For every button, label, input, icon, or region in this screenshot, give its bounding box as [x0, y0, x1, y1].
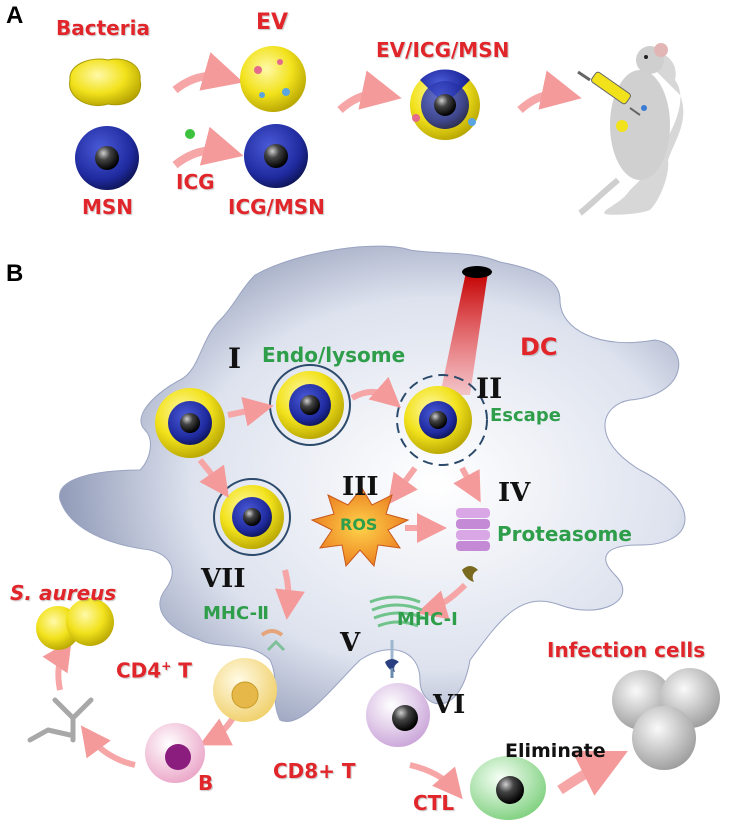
step-label-1: I [228, 342, 242, 375]
mhc-1-receptor-icon [385, 640, 399, 672]
step-label-2: II [476, 372, 503, 405]
arrow-bacteria-to-ev [172, 52, 244, 94]
label-bacteria: Bacteria [56, 16, 150, 40]
ctl-cell-icon [470, 756, 546, 820]
step-label-3: III [342, 472, 379, 502]
arrow-to-mouse [517, 70, 582, 114]
label-ctl: CTL [413, 791, 455, 815]
arrow-step-2 [350, 376, 402, 408]
label-icg-msn: ICG/MSN [228, 195, 325, 219]
syringe-icon [577, 70, 641, 132]
endosome-particle-2-icon [213, 478, 291, 556]
b-cell-icon [145, 723, 205, 783]
arrow-ctl-to-infection [557, 751, 628, 796]
proteasome-icon [456, 508, 490, 551]
label-cd4-t-prefix: CD4 [116, 658, 162, 683]
cd4-t-cell-icon [213, 658, 277, 722]
arrow-to-proteasome [453, 466, 481, 503]
arrow-b-to-antibody [80, 725, 136, 768]
label-cd4-t-suffix: T [171, 658, 192, 683]
label-infection-cells: Infection cells [547, 638, 706, 662]
infection-cells-icon [612, 668, 720, 770]
label-proteasome: Proteasome [497, 522, 632, 546]
step-label-6: VI [433, 690, 466, 720]
antibody-icon [27, 697, 94, 743]
step-label-5: V [340, 628, 361, 658]
endosome-particle-icon [269, 364, 351, 446]
label-ros: ROS [340, 515, 378, 534]
panel-label-b: B [6, 260, 24, 287]
label-mhc-1: MHC-I [397, 609, 458, 630]
arrow-icg-to-icgmsn [172, 126, 244, 169]
panel-label-a: A [6, 2, 24, 29]
label-cd4-t-sup: + [161, 659, 172, 673]
escape-particle-icon [396, 374, 488, 466]
step-label-7: VII [201, 564, 246, 594]
label-escape: Escape [490, 405, 561, 426]
label-msn: MSN [82, 195, 134, 219]
label-b-cell: B [198, 771, 214, 795]
label-dc: DC [520, 333, 558, 361]
label-eliminate: Eliminate [505, 740, 606, 762]
peptide-fragment-icon [462, 566, 478, 582]
cd8-t-cell-icon [366, 668, 430, 747]
arrow-step-down-left [197, 458, 229, 498]
arrow-to-mhc2 [275, 569, 305, 620]
arrow-cd8-to-ctl [409, 762, 463, 800]
arrow-step-1 [227, 396, 274, 427]
icg-dot-icon [185, 129, 195, 139]
step-label-4: IV [498, 478, 531, 508]
label-s-aureus: S. aureus [10, 581, 117, 605]
s-aureus-icon [36, 598, 114, 650]
bacteria-icon [69, 58, 142, 106]
particle-free-icon [155, 388, 225, 458]
ev-icg-msn-particle-icon [410, 69, 480, 140]
arrow-to-ros [387, 466, 418, 505]
mhc-2-receptor-icon [260, 629, 286, 652]
label-cd4-t: CD4+ T [116, 660, 192, 681]
label-mhc-2: MHC-Ⅱ [203, 603, 269, 624]
golgi-icon [369, 595, 425, 628]
label-icg: ICG [176, 170, 215, 194]
label-ev: EV [256, 10, 289, 35]
arrow-to-ev-icg-msn [337, 70, 402, 114]
label-endo-lysome: Endo/lysome [262, 343, 406, 367]
dendritic-cell-body [59, 245, 686, 723]
ros-burst-icon [310, 487, 410, 568]
label-ev-icg-msn: EV/ICG/MSN [376, 38, 510, 62]
arrow-antibody-to-saureus [42, 640, 72, 691]
icg-msn-particle-icon [244, 124, 308, 188]
msn-particle-icon [75, 126, 139, 190]
laser-beam-icon [440, 266, 492, 395]
arrow-proteasome-to-mhc1 [416, 582, 468, 620]
ev-particle-icon [240, 46, 306, 112]
label-cd8-t: CD8+ T [273, 759, 356, 783]
mouse-icon [578, 43, 684, 216]
